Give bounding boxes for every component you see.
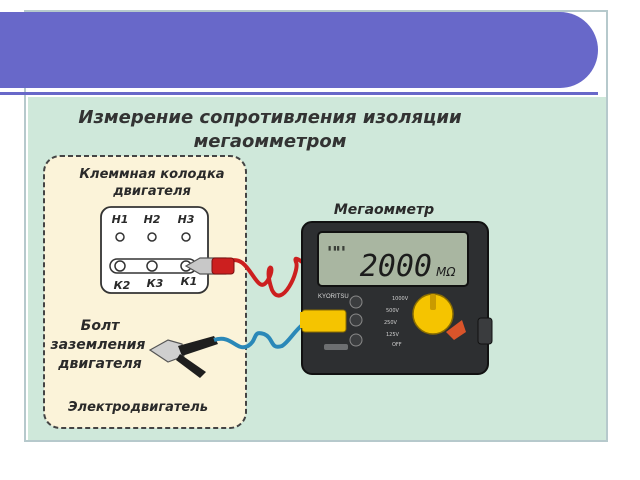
meter-side-strap <box>477 317 493 345</box>
slide-header-banner <box>0 12 598 88</box>
meter-button-1 <box>349 295 363 309</box>
slide-title: Измерение сопротивления изоляции мегаомм… <box>40 106 500 154</box>
title-line-1: Измерение сопротивления изоляции <box>78 107 462 128</box>
svg-text:500V: 500V <box>386 308 400 314</box>
terminal-label-k1: К1 <box>181 275 198 288</box>
meter-label-strip <box>324 344 348 350</box>
lcd-indicator-1: ▮ ▮▮ ▮ <box>328 245 345 252</box>
svg-text:1000V: 1000V <box>392 296 409 302</box>
blue-test-lead <box>213 317 319 350</box>
meter-button-2 <box>349 313 363 327</box>
terminal-k3 <box>146 260 158 272</box>
ground-bolt-label-2: заземления <box>50 337 146 353</box>
header-underline <box>0 92 598 95</box>
motor-label: Электродвигатель <box>68 400 208 415</box>
terminal-label-k3: К3 <box>147 277 164 290</box>
meter-warning-mark <box>446 320 466 340</box>
meter-brand: KYORITSU <box>318 294 349 300</box>
terminal-block-label-1: Клеммная колодка <box>79 167 224 182</box>
ground-clip-handle-2 <box>176 354 206 378</box>
terminal-label-h2: Н2 <box>144 213 161 226</box>
svg-text:125V: 125V <box>386 332 400 338</box>
terminal-h3 <box>181 232 191 242</box>
ground-bolt-label-3: двигателя <box>57 356 142 372</box>
terminal-label-h3: Н3 <box>178 213 195 226</box>
megger-label: Мегаомметр <box>334 202 434 218</box>
knob-pointer <box>430 294 436 310</box>
svg-text:OFF: OFF <box>392 342 402 348</box>
meter-button-3 <box>349 333 363 347</box>
terminal-label-k2: К2 <box>114 279 131 292</box>
ground-clip-handle-1 <box>178 336 218 356</box>
svg-text:250V: 250V <box>384 320 398 326</box>
lcd-screen <box>317 231 469 287</box>
terminal-block-label-2: двигателя <box>112 184 191 199</box>
lcd-reading: 2000 <box>360 249 432 284</box>
ground-bolt-label-1: Болт <box>81 318 121 334</box>
title-line-2: мегаомметром <box>193 131 347 152</box>
jack-plug <box>300 312 316 328</box>
terminal-h2 <box>147 232 157 242</box>
terminal-label-h1: Н1 <box>112 213 129 226</box>
terminal-k2 <box>114 260 126 272</box>
range-labels: 1000V 500V 250V 125V OFF <box>384 296 409 348</box>
red-clip-handle <box>211 257 235 275</box>
terminal-h1 <box>115 232 125 242</box>
lcd-unit: MΩ <box>436 265 456 279</box>
red-test-lead <box>227 256 320 298</box>
